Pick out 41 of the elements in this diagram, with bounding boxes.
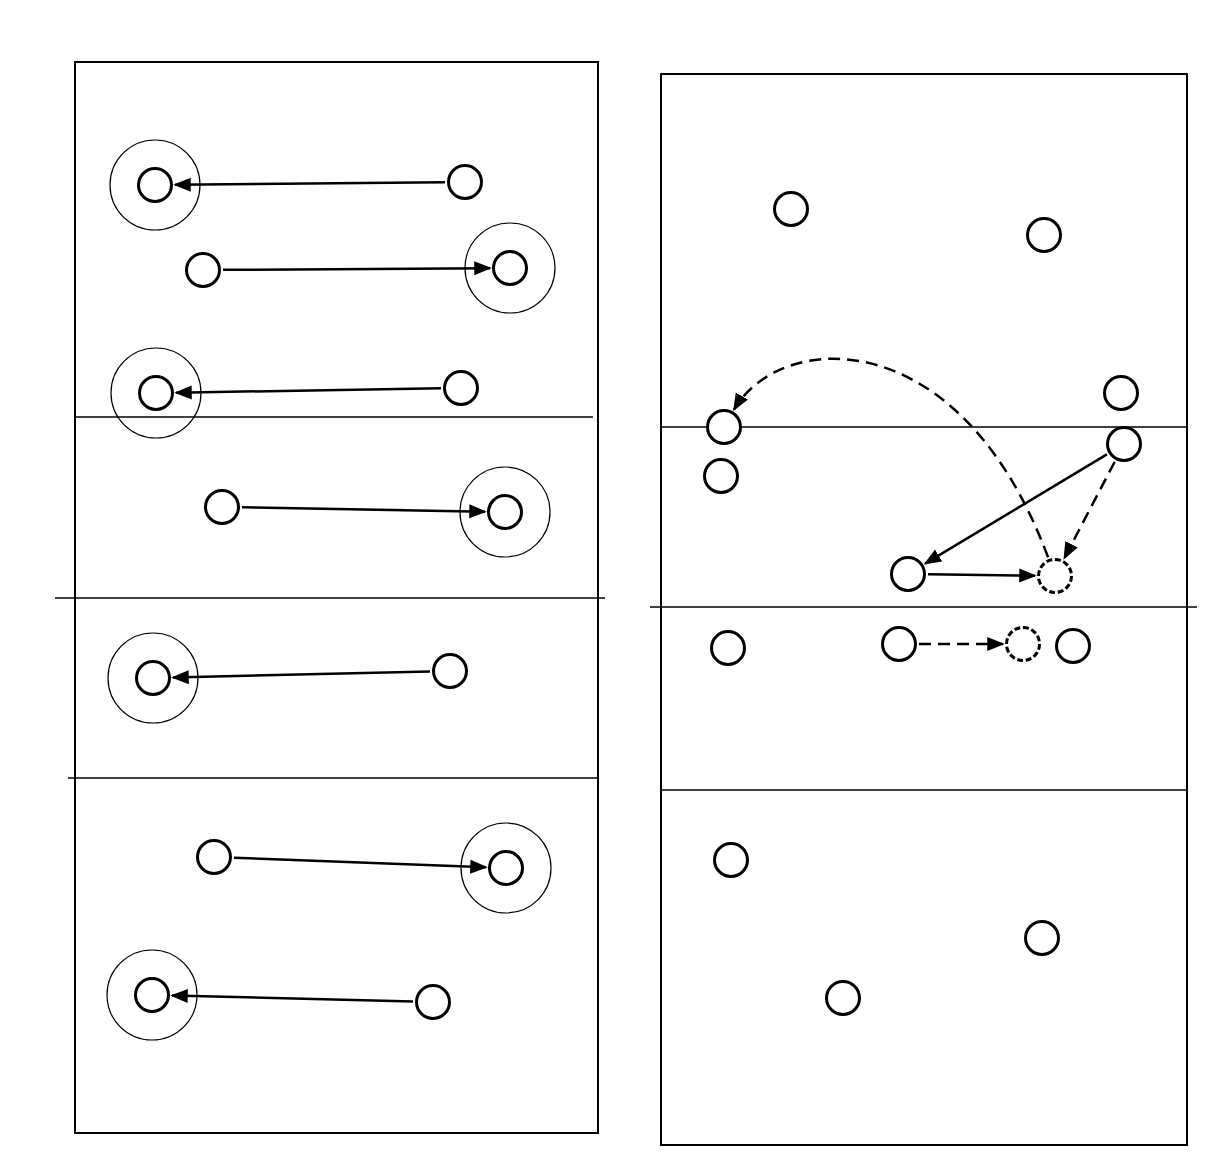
- player-circle: [1026, 217, 1062, 253]
- arrow: [171, 670, 431, 685]
- arrow: [1063, 461, 1116, 560]
- player-circle: [447, 164, 483, 200]
- player-circle: [710, 630, 746, 666]
- player-circle: [487, 494, 523, 530]
- player-circle: [1103, 375, 1139, 411]
- player-circle: [1106, 426, 1142, 462]
- arrow: [233, 856, 488, 874]
- player-circle: [1005, 626, 1041, 662]
- player-circle: [1024, 920, 1060, 956]
- arrow: [170, 988, 414, 1003]
- player-circle: [137, 167, 173, 203]
- player-circle: [432, 653, 468, 689]
- arrow: [223, 261, 492, 276]
- player-circle: [196, 839, 232, 875]
- player-circle: [890, 556, 926, 592]
- player-circle: [488, 850, 524, 886]
- arrow: [174, 385, 442, 400]
- player-circle: [443, 370, 479, 406]
- arrow: [241, 504, 487, 519]
- player-circle: [415, 984, 451, 1020]
- player-circle: [204, 489, 240, 525]
- player-circle: [138, 375, 174, 411]
- player-circle: [134, 977, 170, 1013]
- arrow: [919, 637, 1005, 651]
- player-circle: [135, 660, 171, 696]
- player-circle: [706, 409, 742, 445]
- player-circle: [185, 252, 221, 288]
- arrow: [923, 453, 1108, 565]
- player-circle: [773, 191, 809, 227]
- arrow: [732, 358, 1050, 558]
- player-circle: [713, 842, 749, 878]
- arrow: [173, 177, 445, 192]
- player-circle: [703, 458, 739, 494]
- player-circle: [1037, 558, 1073, 594]
- player-circle: [825, 980, 861, 1016]
- player-circle: [1055, 628, 1091, 664]
- player-circle: [492, 250, 528, 286]
- arrow: [928, 568, 1037, 583]
- player-circle: [881, 626, 917, 662]
